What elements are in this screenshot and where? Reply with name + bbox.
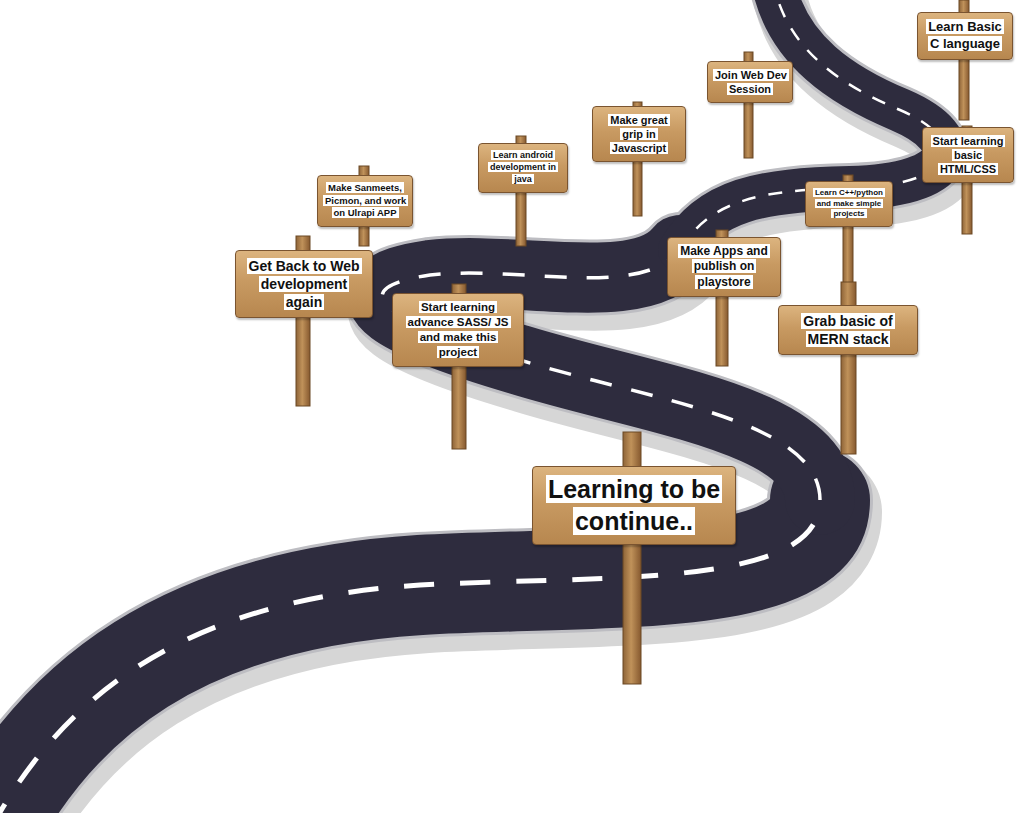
sign-text: Get Back to Web development again	[247, 258, 362, 310]
signboard: Start learning basic HTML/CSS	[922, 127, 1014, 184]
sign-text: Make Apps and publish on playstore	[678, 244, 770, 289]
signboard: Learn Basic C language	[917, 12, 1013, 60]
road-rim	[0, 0, 944, 813]
road-dashes	[0, 0, 944, 813]
signboard: Make Apps and publish on playstore	[667, 237, 781, 298]
signboard: Learn C++/python and make simple project…	[805, 181, 893, 226]
signboard: Make Sanmeets, Picmon, and work on Ulrap…	[317, 175, 413, 226]
signboard: Grab basic of MERN stack	[778, 305, 918, 355]
road-dashes	[680, 0, 944, 250]
sign-text: Start learning advance SASS/ JS and make…	[406, 301, 511, 358]
sign-text: Make Sanmeets, Picmon, and work on Ulrap…	[323, 182, 408, 218]
signboard: Learning to be continue..	[532, 466, 736, 545]
road	[0, 0, 944, 813]
sign-posts	[296, 0, 972, 684]
sign-text: Make great grip in Javascript	[608, 114, 669, 155]
sign-text: Learning to be continue..	[546, 475, 722, 536]
road-rim	[0, 500, 820, 813]
road-dashes	[0, 500, 820, 813]
sign-text: Start learning basic HTML/CSS	[931, 135, 1006, 176]
sign-text: Learn C++/python and make simple project…	[813, 188, 885, 218]
sign-text: Learn Basic C language	[926, 19, 1004, 51]
road-rim	[680, 0, 944, 250]
signboard: Start learning advance SASS/ JS and make…	[392, 293, 524, 367]
signboard: Make great grip in Javascript	[592, 106, 686, 163]
sign-text: Grab basic of MERN stack	[801, 313, 894, 347]
road	[0, 500, 820, 813]
signboard: Join Web Dev Session	[707, 61, 793, 104]
sign-text: Learn android development in java	[488, 150, 558, 183]
signboard: Get Back to Web development again	[235, 250, 373, 319]
signboard: Learn android development in java	[478, 143, 568, 192]
sign-text: Join Web Dev Session	[713, 69, 789, 95]
road	[680, 0, 944, 250]
